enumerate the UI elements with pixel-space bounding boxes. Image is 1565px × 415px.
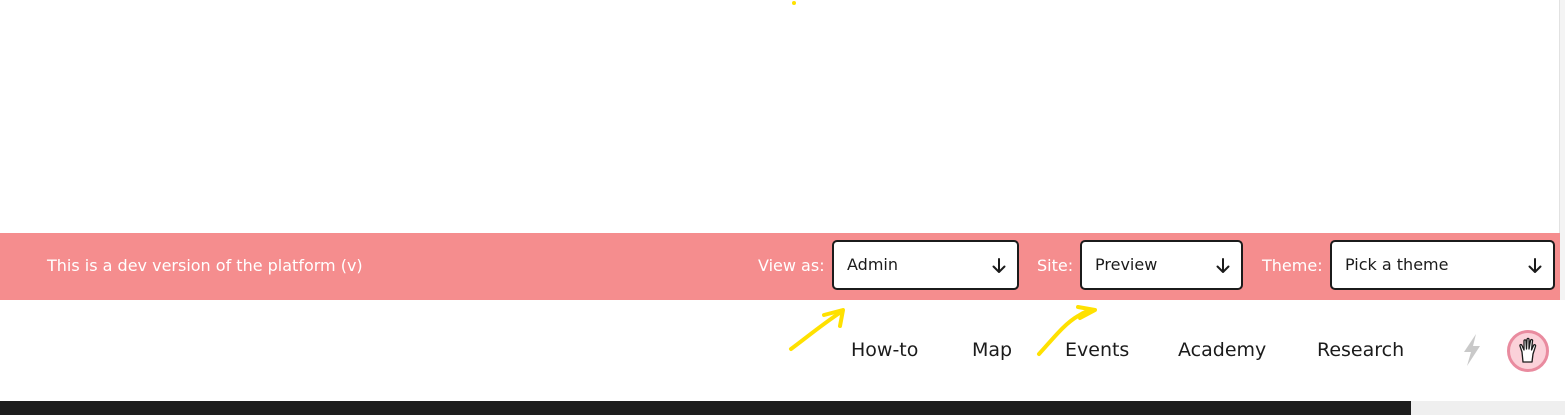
view-as-select[interactable]: Admin	[832, 240, 1019, 290]
nav-item-academy[interactable]: Academy	[1178, 339, 1267, 361]
arrow-down-icon	[1528, 258, 1542, 273]
page-content-light-region	[1411, 401, 1565, 415]
site-value: Preview	[1095, 255, 1158, 274]
nav-item-map[interactable]: Map	[972, 339, 1013, 361]
arrow-down-icon	[1216, 258, 1230, 273]
lightning-bolt-icon[interactable]	[1461, 333, 1483, 367]
site-select[interactable]: Preview	[1080, 240, 1243, 290]
avatar[interactable]	[1507, 330, 1549, 372]
nav-item-events[interactable]: Events	[1065, 339, 1130, 361]
page-content-dark-region	[0, 401, 1411, 415]
nav-item-how-to[interactable]: How-to	[851, 339, 919, 361]
view-as-value: Admin	[847, 255, 898, 274]
theme-value: Pick a theme	[1345, 255, 1449, 274]
view-as-label: View as:	[758, 256, 825, 275]
raised-hand-icon	[1519, 337, 1537, 363]
annotation-dot	[792, 1, 796, 5]
theme-label: Theme:	[1262, 256, 1323, 275]
scrollbar[interactable]	[1559, 0, 1565, 300]
dev-banner-message: This is a dev version of the platform (v…	[47, 256, 363, 275]
annotation-arrow	[789, 308, 845, 351]
site-label: Site:	[1037, 256, 1074, 275]
theme-select[interactable]: Pick a theme	[1330, 240, 1555, 290]
nav-item-research[interactable]: Research	[1317, 339, 1405, 361]
dev-banner: This is a dev version of the platform (v…	[0, 233, 1560, 300]
arrow-down-icon	[992, 258, 1006, 273]
